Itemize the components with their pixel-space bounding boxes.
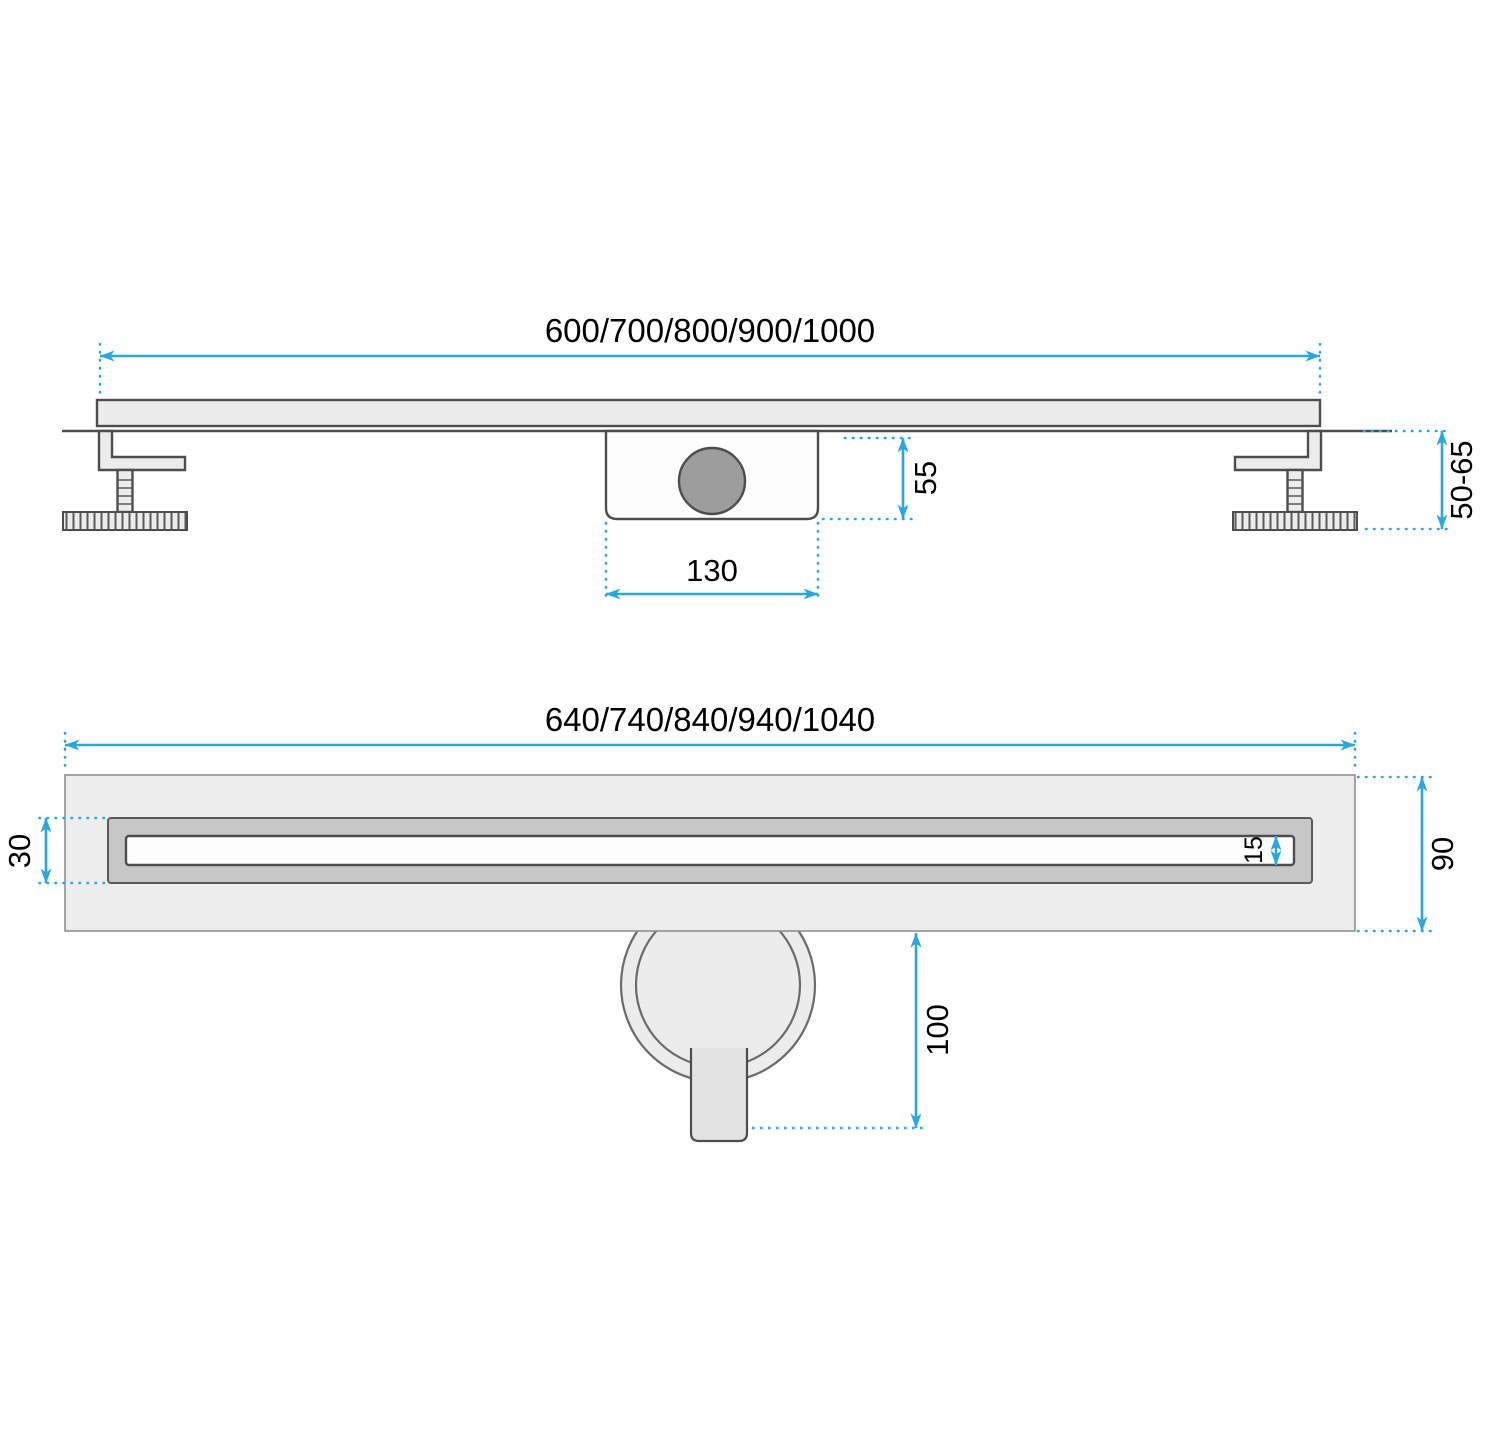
plan-view: 640/740/840/940/1040 30 15 90 100 [2, 701, 1460, 1143]
dimension-trap-length: 130 [604, 521, 820, 603]
mounting-bracket-left [97, 429, 187, 472]
trap-length-label: 130 [686, 553, 738, 588]
dimension-outlet-drop: 100 [751, 932, 955, 1130]
dimension-flange-width: 90 [1356, 775, 1460, 933]
feet-height-label: 50-65 [1444, 440, 1479, 519]
foot-base-right [1232, 511, 1358, 531]
channel-body-side [95, 398, 1322, 428]
dimension-overall-length-side: 600/700/800/900/1000 [98, 312, 1322, 400]
dimension-feet-height: 50-65 [1362, 429, 1479, 531]
dimension-slot-width: 15 [1240, 835, 1282, 866]
dimension-overall-length-plan: 640/740/840/940/1040 [63, 701, 1357, 774]
outlet-pipe [689, 1048, 749, 1143]
flange-width-label: 90 [1425, 837, 1460, 871]
overall-length-plan-label: 640/740/840/940/1040 [545, 701, 875, 738]
rod-thread-right [1287, 479, 1303, 505]
outlet-circle [677, 446, 747, 516]
mounting-bracket-right [1233, 429, 1323, 472]
mounting-foot-left [62, 429, 188, 531]
foot-base-left [62, 511, 188, 531]
rod-thread-left [117, 479, 133, 505]
adjusting-rod-right [1286, 468, 1304, 514]
side-view: 600/700/800/900/1000 55 130 50-65 [62, 312, 1479, 603]
grate-slot [124, 834, 1296, 867]
mounting-foot-right [1232, 429, 1358, 531]
trap-depth-label: 55 [908, 461, 943, 495]
dimension-channel-width: 30 [2, 816, 106, 885]
outlet-drop-label: 100 [920, 1004, 955, 1056]
slot-width-label: 15 [1240, 836, 1268, 864]
channel-width-label: 30 [2, 834, 37, 868]
adjusting-rod-left [116, 468, 134, 514]
overall-length-label: 600/700/800/900/1000 [545, 312, 875, 349]
dimension-trap-depth: 55 [821, 436, 943, 521]
